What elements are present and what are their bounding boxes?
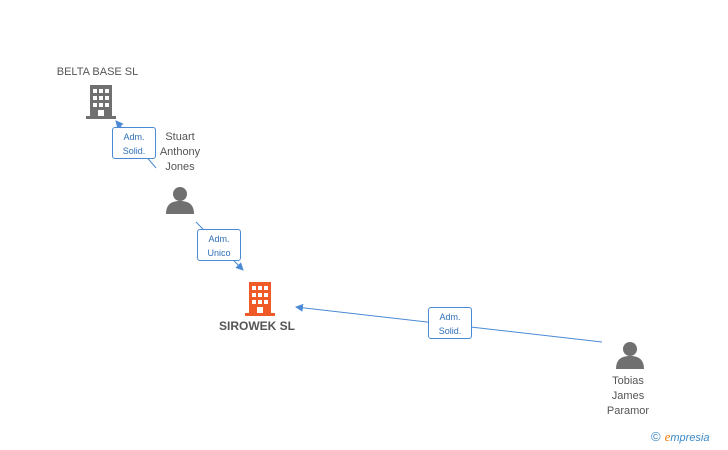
node-tobias-label: Tobias James Paramor	[606, 375, 650, 417]
node-sirowek-label[interactable]: SIROWEK SL	[218, 319, 295, 333]
building-icon[interactable]	[245, 281, 275, 317]
node-belta-label: BELTA BASE SL	[56, 66, 139, 78]
role-badge[interactable]: Adm. Solid.	[428, 307, 472, 339]
node-stuart-label: Stuart Anthony Jones	[159, 131, 201, 173]
empresia-logo[interactable]: ©empresia	[651, 429, 710, 444]
building-icon[interactable]	[86, 84, 116, 120]
copyright-icon: ©	[651, 429, 661, 444]
role-badge[interactable]: Adm. Solid.	[112, 127, 156, 159]
role-badge[interactable]: Adm. Unico	[197, 229, 241, 261]
person-icon[interactable]	[166, 186, 194, 214]
person-icon[interactable]	[616, 341, 644, 369]
